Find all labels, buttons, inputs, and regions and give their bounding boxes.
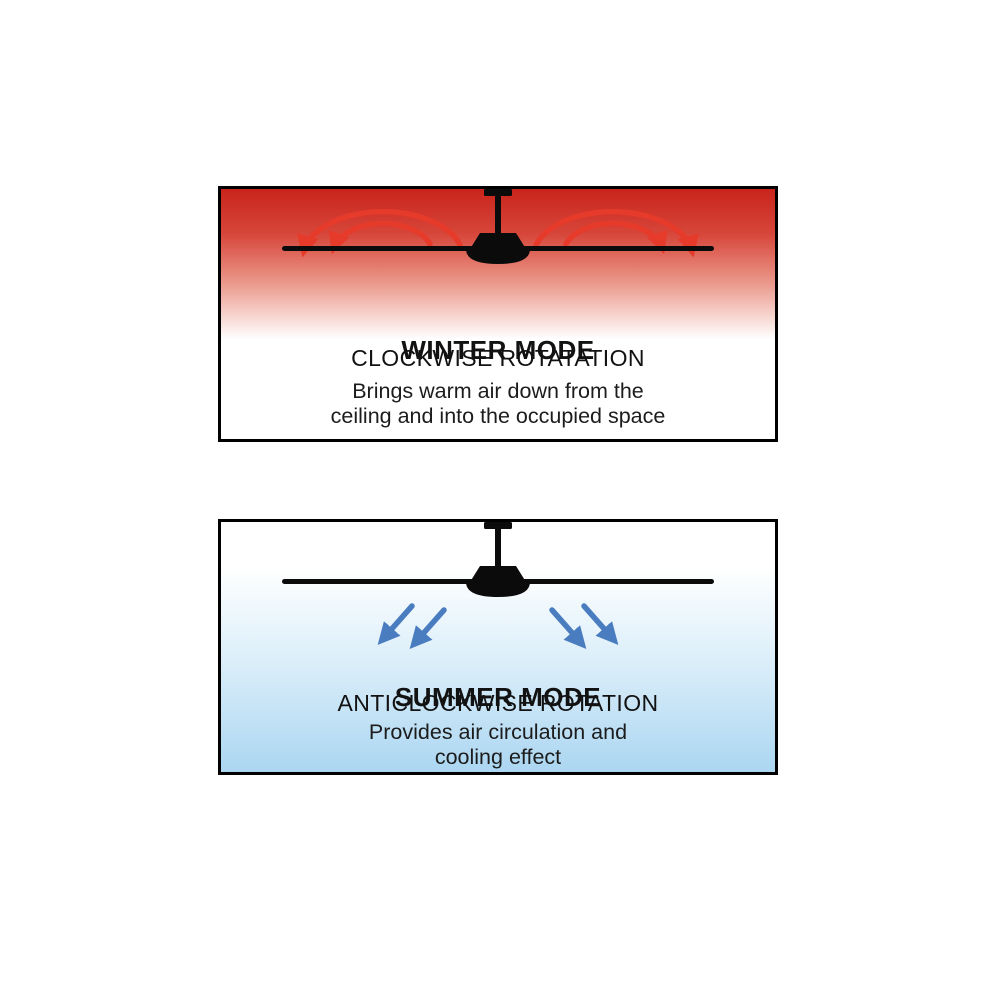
- winter-title: WINTER MODE: [401, 334, 595, 365]
- winter-description-line-1: Brings warm air down from the: [352, 379, 644, 403]
- summer-description: Provides air circulation and cooling eff…: [221, 720, 775, 770]
- summer-title: SUMMER MODE: [394, 681, 602, 712]
- winter-description-line-2: ceiling and into the occupied space: [330, 404, 666, 428]
- ceiling-fan-icon: [282, 189, 714, 264]
- summer-description-line-2: cooling effect: [434, 745, 562, 769]
- winter-subtitle: CLOCKWISE ROTATATION: [351, 345, 645, 371]
- summer-subtitle: ANTICLOCKWISE ROTATION: [337, 690, 659, 716]
- winter-fan-illustration: [282, 189, 714, 264]
- warm-air-arc-arrows-icon: [297, 209, 699, 258]
- summer-description-line-1: Provides air circulation and: [368, 720, 628, 744]
- cool-air-down-arrows-icon: [377, 603, 619, 649]
- winter-description: Brings warm air down from the ceiling an…: [221, 379, 775, 429]
- ceiling-fan-icon: [282, 522, 714, 597]
- summer-mode-panel: SUMMER MODE ANTICLOCKWISE ROTATION Provi…: [218, 519, 778, 775]
- winter-mode-panel: WINTER MODE CLOCKWISE ROTATATION Brings …: [218, 186, 778, 442]
- summer-fan-illustration: [282, 522, 714, 649]
